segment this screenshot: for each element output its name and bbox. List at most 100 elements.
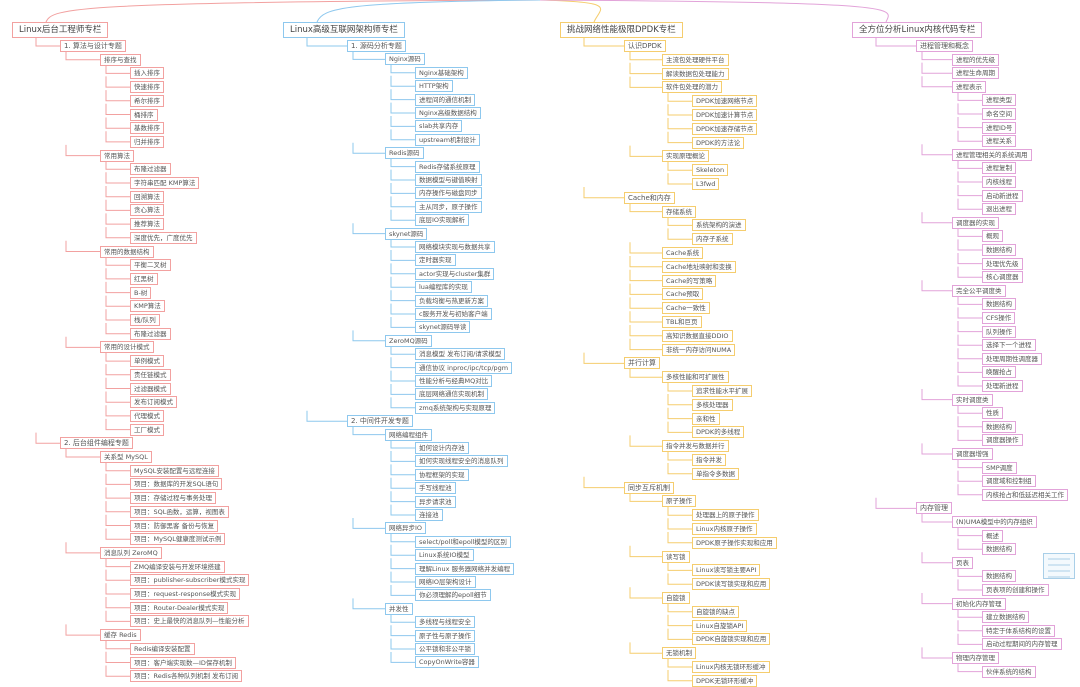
leaf-node[interactable]: 理解Linux 服务器网络并发编程 — [415, 562, 515, 575]
leaf-node[interactable]: 责任链模式 — [130, 368, 171, 381]
leaf-node[interactable]: 唤醒抢占 — [982, 366, 1016, 379]
subtopic-node[interactable]: 初始化内存管理 — [952, 597, 1006, 610]
leaf-node[interactable]: Cache地址映射和变换 — [662, 260, 736, 273]
leaf-node[interactable]: 内存操作与磁盘同步 — [415, 187, 482, 200]
topic-node[interactable]: 进程管理和概念 — [916, 40, 973, 52]
leaf-node[interactable]: 选择下一个进程 — [982, 339, 1036, 352]
leaf-node[interactable]: 数据结构 — [982, 570, 1016, 583]
leaf-node[interactable]: B-树 — [130, 286, 152, 299]
leaf-node[interactable]: Cache一致性 — [662, 302, 710, 315]
leaf-node[interactable]: Nginx高级数据结构 — [415, 107, 481, 119]
leaf-node[interactable]: 进程复制 — [982, 162, 1016, 175]
leaf-node[interactable]: DPDK原子操作实现和应用 — [692, 536, 777, 549]
leaf-node[interactable]: 单例模式 — [130, 355, 164, 368]
leaf-node[interactable]: 贪心算法 — [130, 204, 164, 217]
leaf-node[interactable]: 概述 — [982, 529, 1003, 542]
subtopic-node[interactable]: 消息队列 ZeroMQ — [100, 546, 162, 559]
leaf-node[interactable]: Linux系统IO模型 — [415, 549, 474, 562]
leaf-node[interactable]: 项目：MySQL健康度测试示例 — [130, 533, 226, 546]
leaf-node[interactable]: 通信协议 inproc/ipc/tcp/pgm — [415, 361, 513, 374]
subtopic-node[interactable]: 物理内存管理 — [952, 652, 999, 664]
leaf-node[interactable]: 系统架构的演进 — [692, 219, 746, 232]
leaf-node[interactable]: 退出进程 — [982, 203, 1016, 216]
leaf-node[interactable]: 项目：publisher-subscriber模式实现 — [130, 574, 250, 587]
leaf-node[interactable]: 单指令多数据 — [692, 467, 739, 480]
subtopic-node[interactable]: 进程管理相关的系统调用 — [952, 148, 1032, 161]
leaf-node[interactable]: 启动新进程 — [982, 189, 1023, 202]
leaf-node[interactable]: Cache的写策略 — [662, 274, 717, 287]
subtopic-node[interactable]: 网络编程组件 — [385, 428, 432, 441]
leaf-node[interactable]: 指令并发 — [692, 454, 726, 466]
leaf-node[interactable]: 底层网络通信实现机制 — [415, 388, 488, 401]
column-title[interactable]: 挑战网络性能极限DPDK专栏 — [560, 22, 683, 38]
leaf-node[interactable]: 底层IO实现解析 — [415, 214, 470, 227]
subtopic-node[interactable]: 网络异步IO — [385, 522, 427, 535]
subtopic-node[interactable]: 并发性 — [385, 602, 413, 615]
leaf-node[interactable]: Linux内核无锁环形缓冲 — [692, 661, 770, 673]
leaf-node[interactable]: DPDK加速存储节点 — [692, 122, 758, 135]
leaf-node[interactable]: 数据结构 — [982, 298, 1016, 311]
leaf-node[interactable]: 项目：Redis各种队列机制 发布订阅 — [130, 670, 243, 683]
leaf-node[interactable]: 队列操作 — [982, 325, 1016, 338]
leaf-node[interactable]: 启动过程期间的内存管理 — [982, 638, 1062, 651]
leaf-node[interactable]: lua编程库的实现 — [415, 281, 472, 294]
subtopic-node[interactable]: 实现原理概论 — [662, 150, 709, 163]
leaf-node[interactable]: 项目：史上最快的消息队列—性能分析 — [130, 615, 249, 628]
topic-node[interactable]: 并行计算 — [624, 357, 660, 370]
subtopic-node[interactable]: 关系型 MySQL — [100, 451, 152, 463]
subtopic-node[interactable]: 页表 — [952, 556, 973, 569]
leaf-node[interactable]: 项目：request-response模式实现 — [130, 588, 241, 600]
column-title[interactable]: 全方位分析Linux内核代码专栏 — [852, 22, 983, 38]
leaf-node[interactable]: DPDK无锁环形缓冲 — [692, 674, 758, 687]
leaf-node[interactable]: 解读数据包处理能力 — [662, 67, 729, 80]
leaf-node[interactable]: DPDK加速网络节点 — [692, 95, 758, 108]
leaf-node[interactable]: 项目：SQL函数，运算，视图表 — [130, 505, 229, 518]
subtopic-node[interactable]: 完全公平调度类 — [952, 284, 1006, 297]
topic-node[interactable]: Cache和内存 — [624, 191, 675, 204]
leaf-node[interactable]: 处理新进程 — [982, 380, 1023, 392]
leaf-node[interactable]: 栈/队列 — [130, 314, 160, 326]
leaf-node[interactable]: 深度优先，广度优先 — [130, 231, 197, 244]
leaf-node[interactable]: upstream机制设计 — [415, 133, 481, 146]
leaf-node[interactable]: 进程间的通信机制 — [415, 93, 475, 106]
leaf-node[interactable]: Cache系统 — [662, 247, 704, 259]
leaf-node[interactable]: 协程框架的实现 — [415, 468, 469, 481]
leaf-node[interactable]: actor实现与cluster集群 — [415, 267, 495, 280]
leaf-node[interactable]: 过滤器模式 — [130, 382, 171, 395]
leaf-node[interactable]: 伙伴系统的结构 — [982, 665, 1036, 678]
leaf-node[interactable]: 建立数据结构 — [982, 611, 1029, 624]
leaf-node[interactable]: 命名空间 — [982, 108, 1016, 120]
leaf-node[interactable]: 公平锁和非公平锁 — [415, 643, 475, 655]
leaf-node[interactable]: CopyOnWrite容器 — [415, 656, 479, 669]
leaf-node[interactable]: DPDK的多线程 — [692, 426, 745, 439]
leaf-node[interactable]: 工厂模式 — [130, 423, 164, 436]
leaf-node[interactable]: SMP调度 — [982, 461, 1017, 474]
leaf-node[interactable]: DPDK自旋锁实现和应用 — [692, 633, 771, 646]
leaf-node[interactable]: Linux读写锁主要API — [692, 564, 761, 577]
leaf-node[interactable]: skynet源码导读 — [415, 321, 471, 334]
subtopic-node[interactable]: 无锁机制 — [662, 647, 696, 660]
leaf-node[interactable]: 特定于体系结构的设置 — [982, 624, 1055, 637]
leaf-node[interactable]: 内核线程 — [982, 176, 1016, 188]
subtopic-node[interactable]: 缓存 Redis — [100, 629, 141, 642]
leaf-node[interactable]: 主流包处理硬件平台 — [662, 53, 729, 66]
subtopic-node[interactable]: 常用的数据结构 — [100, 245, 154, 258]
subtopic-node[interactable]: 常用算法 — [100, 149, 134, 162]
leaf-node[interactable]: 网络模块实现与数据共享 — [415, 241, 495, 253]
leaf-node[interactable]: KMP算法 — [130, 300, 165, 313]
leaf-node[interactable]: 概观 — [982, 230, 1003, 243]
subtopic-node[interactable]: 调度器的实现 — [952, 216, 999, 229]
subtopic-node[interactable]: Redis源码 — [385, 147, 424, 160]
subtopic-node[interactable]: 存储系统 — [662, 205, 696, 218]
subtopic-node[interactable]: 自旋锁 — [662, 592, 690, 604]
leaf-node[interactable]: 连接池 — [415, 509, 443, 521]
leaf-node[interactable]: Nginx基础架构 — [415, 66, 468, 79]
subtopic-node[interactable]: 原子操作 — [662, 495, 696, 508]
leaf-node[interactable]: 进程类型 — [982, 94, 1016, 107]
subtopic-node[interactable]: 常用的设计模式 — [100, 341, 154, 354]
leaf-node[interactable]: 数据结构 — [982, 244, 1016, 256]
leaf-node[interactable]: 核心调度器 — [982, 271, 1023, 284]
leaf-node[interactable]: zmq系统架构与实现原理 — [415, 401, 496, 414]
leaf-node[interactable]: DPDK的方法论 — [692, 136, 745, 149]
leaf-node[interactable]: 多线程与线程安全 — [415, 616, 475, 629]
